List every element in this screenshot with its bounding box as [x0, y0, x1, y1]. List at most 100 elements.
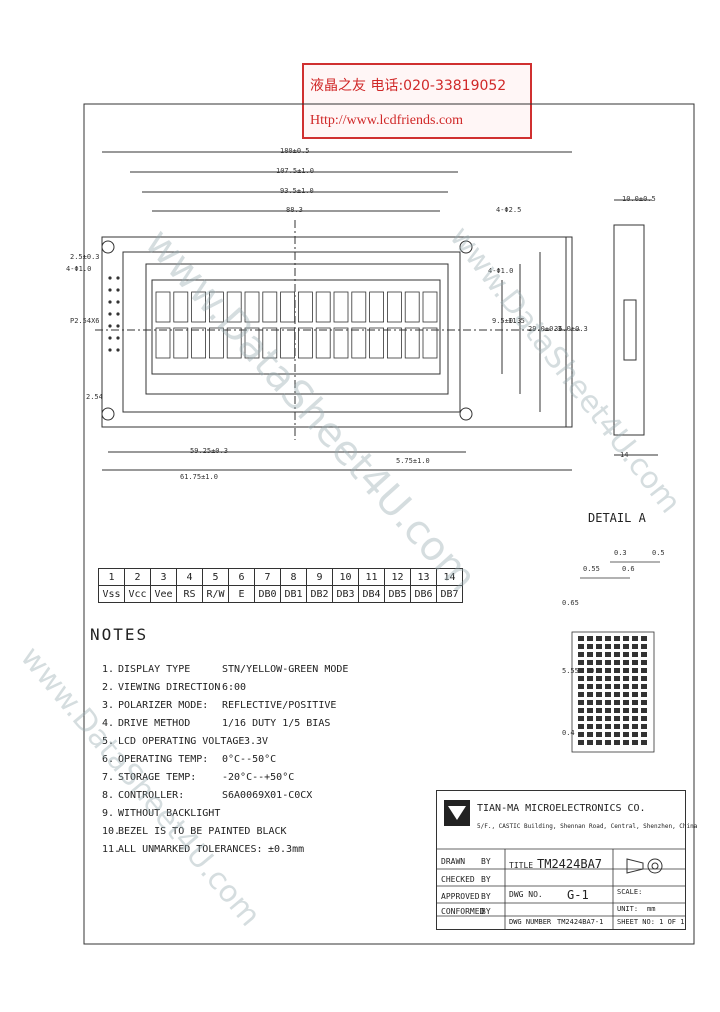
detail-pixel	[605, 652, 611, 657]
pin-signal: DB0	[254, 585, 281, 603]
note-label: LCD OPERATING VOLTAGE	[118, 736, 245, 747]
detail-pixel	[587, 708, 593, 713]
detail-pixel	[623, 732, 629, 737]
detail-pixel	[623, 708, 629, 713]
detail-pixel	[587, 724, 593, 729]
detail-pixel	[578, 636, 584, 641]
detail-pixel	[596, 716, 602, 721]
pin-signal: DB7	[436, 585, 463, 603]
note-label: ALL UNMARKED TOLERANCES:	[118, 844, 263, 855]
detail-pixel	[587, 700, 593, 705]
connector-pin	[116, 312, 120, 316]
detail-pixel	[605, 644, 611, 649]
note-label: DRIVE METHOD	[118, 718, 191, 729]
detail-dim-c: 0.55	[583, 565, 600, 573]
character-cell	[386, 291, 402, 323]
detail-pixel	[614, 660, 620, 665]
company-address: 5/F., CASTIC Building, Shennan Road, Cen…	[477, 823, 698, 830]
detail-pixel	[596, 668, 602, 673]
note-value: -20°C--+50°C	[222, 772, 295, 783]
dim-bezel-width: 107.5±1.0	[276, 167, 314, 175]
character-cell	[173, 291, 189, 323]
detail-pixel	[623, 636, 629, 641]
detail-pixel	[605, 692, 611, 697]
character-cell	[386, 327, 402, 359]
connector-pin	[108, 288, 112, 292]
pin-number: 11	[358, 568, 385, 586]
pin-signal: DB4	[358, 585, 385, 603]
detail-pixel	[605, 676, 611, 681]
note-item: 4.DRIVE METHOD	[102, 718, 190, 729]
detail-pixel	[641, 652, 647, 657]
pin-assignment-table: 1 2 3 4 5 6 7 8 9 10 11 12 13 14 Vss Vcc…	[98, 568, 463, 603]
dim-bezel-height: 29.0±0.3	[528, 325, 562, 333]
pin-number-row: 1 2 3 4 5 6 7 8 9 10 11 12 13 14	[98, 568, 463, 586]
note-value: 0°C--50°C	[222, 754, 277, 765]
detail-pixel	[587, 740, 593, 745]
character-cell	[226, 327, 242, 359]
detail-pixel	[587, 692, 593, 697]
dim-pin-pitch: P2.54X6	[70, 317, 100, 325]
detail-pixel	[632, 684, 638, 689]
pin-signal: RS	[176, 585, 203, 603]
scale-label: SCALE:	[617, 888, 643, 896]
note-label: WITHOUT BACKLIGHT	[118, 808, 221, 819]
pin-signal: Vee	[150, 585, 177, 603]
character-cell	[315, 327, 331, 359]
detail-pixel	[596, 692, 602, 697]
detail-pixel	[641, 692, 647, 697]
note-number: 11.	[102, 844, 121, 855]
detail-pixel	[578, 668, 584, 673]
detail-pixel	[578, 660, 584, 665]
detail-pixel	[605, 684, 611, 689]
detail-pixel	[641, 700, 647, 705]
character-cell	[333, 291, 349, 323]
detail-pixel	[578, 644, 584, 649]
detail-pixel	[596, 644, 602, 649]
note-item: 7.STORAGE TEMP:	[102, 772, 196, 783]
dim-right-edge: 5.75±1.0	[396, 457, 430, 465]
detail-pixel	[614, 732, 620, 737]
detail-pixel	[587, 644, 593, 649]
detail-pixel	[623, 724, 629, 729]
sheet-number: SHEET NO: 1 OF 1	[617, 918, 685, 926]
detail-a-dots	[578, 636, 647, 745]
detail-pixel	[623, 668, 629, 673]
pin-number: 8	[280, 568, 307, 586]
detail-pixel	[587, 684, 593, 689]
dim-overall-width: 180±0.5	[280, 147, 310, 155]
note-value: ±0.3mm	[268, 844, 305, 855]
character-cell	[155, 327, 171, 359]
connector-pin	[108, 312, 112, 316]
character-cell	[262, 291, 278, 323]
character-cell	[404, 327, 420, 359]
mount-hole-tl	[101, 240, 115, 254]
dim-pin-offset: 2.5±0.3	[70, 253, 100, 261]
connector-pin	[108, 336, 112, 340]
detail-pixel	[632, 716, 638, 721]
detail-pixel	[596, 652, 602, 657]
notes-heading: NOTES	[90, 625, 149, 644]
note-label: BEZEL IS TO BE PAINTED BLACK	[118, 826, 287, 837]
detail-pixel	[578, 684, 584, 689]
character-cell	[351, 327, 367, 359]
unit-label: UNIT:	[617, 905, 639, 913]
dim-overall-height: 36.0±0.3	[554, 325, 588, 333]
active-area	[151, 279, 441, 375]
detail-pixel	[632, 668, 638, 673]
connector-pin	[116, 288, 120, 292]
detail-pixel	[614, 652, 620, 657]
detail-pixel	[605, 636, 611, 641]
detail-pixel	[641, 684, 647, 689]
character-cell	[333, 327, 349, 359]
pin-number: 4	[176, 568, 203, 586]
dim-pin-holes: 4-Φ1.0	[66, 265, 92, 273]
detail-dim-h: 0.5	[590, 667, 603, 675]
connector-pin	[108, 276, 112, 280]
note-label: POLARIZER MODE:	[118, 700, 209, 711]
pin-number: 7	[254, 568, 281, 586]
detail-pixel	[596, 700, 602, 705]
pin-number: 10	[332, 568, 359, 586]
detail-pixel	[614, 636, 620, 641]
conformed-by-label: BY	[481, 907, 491, 916]
